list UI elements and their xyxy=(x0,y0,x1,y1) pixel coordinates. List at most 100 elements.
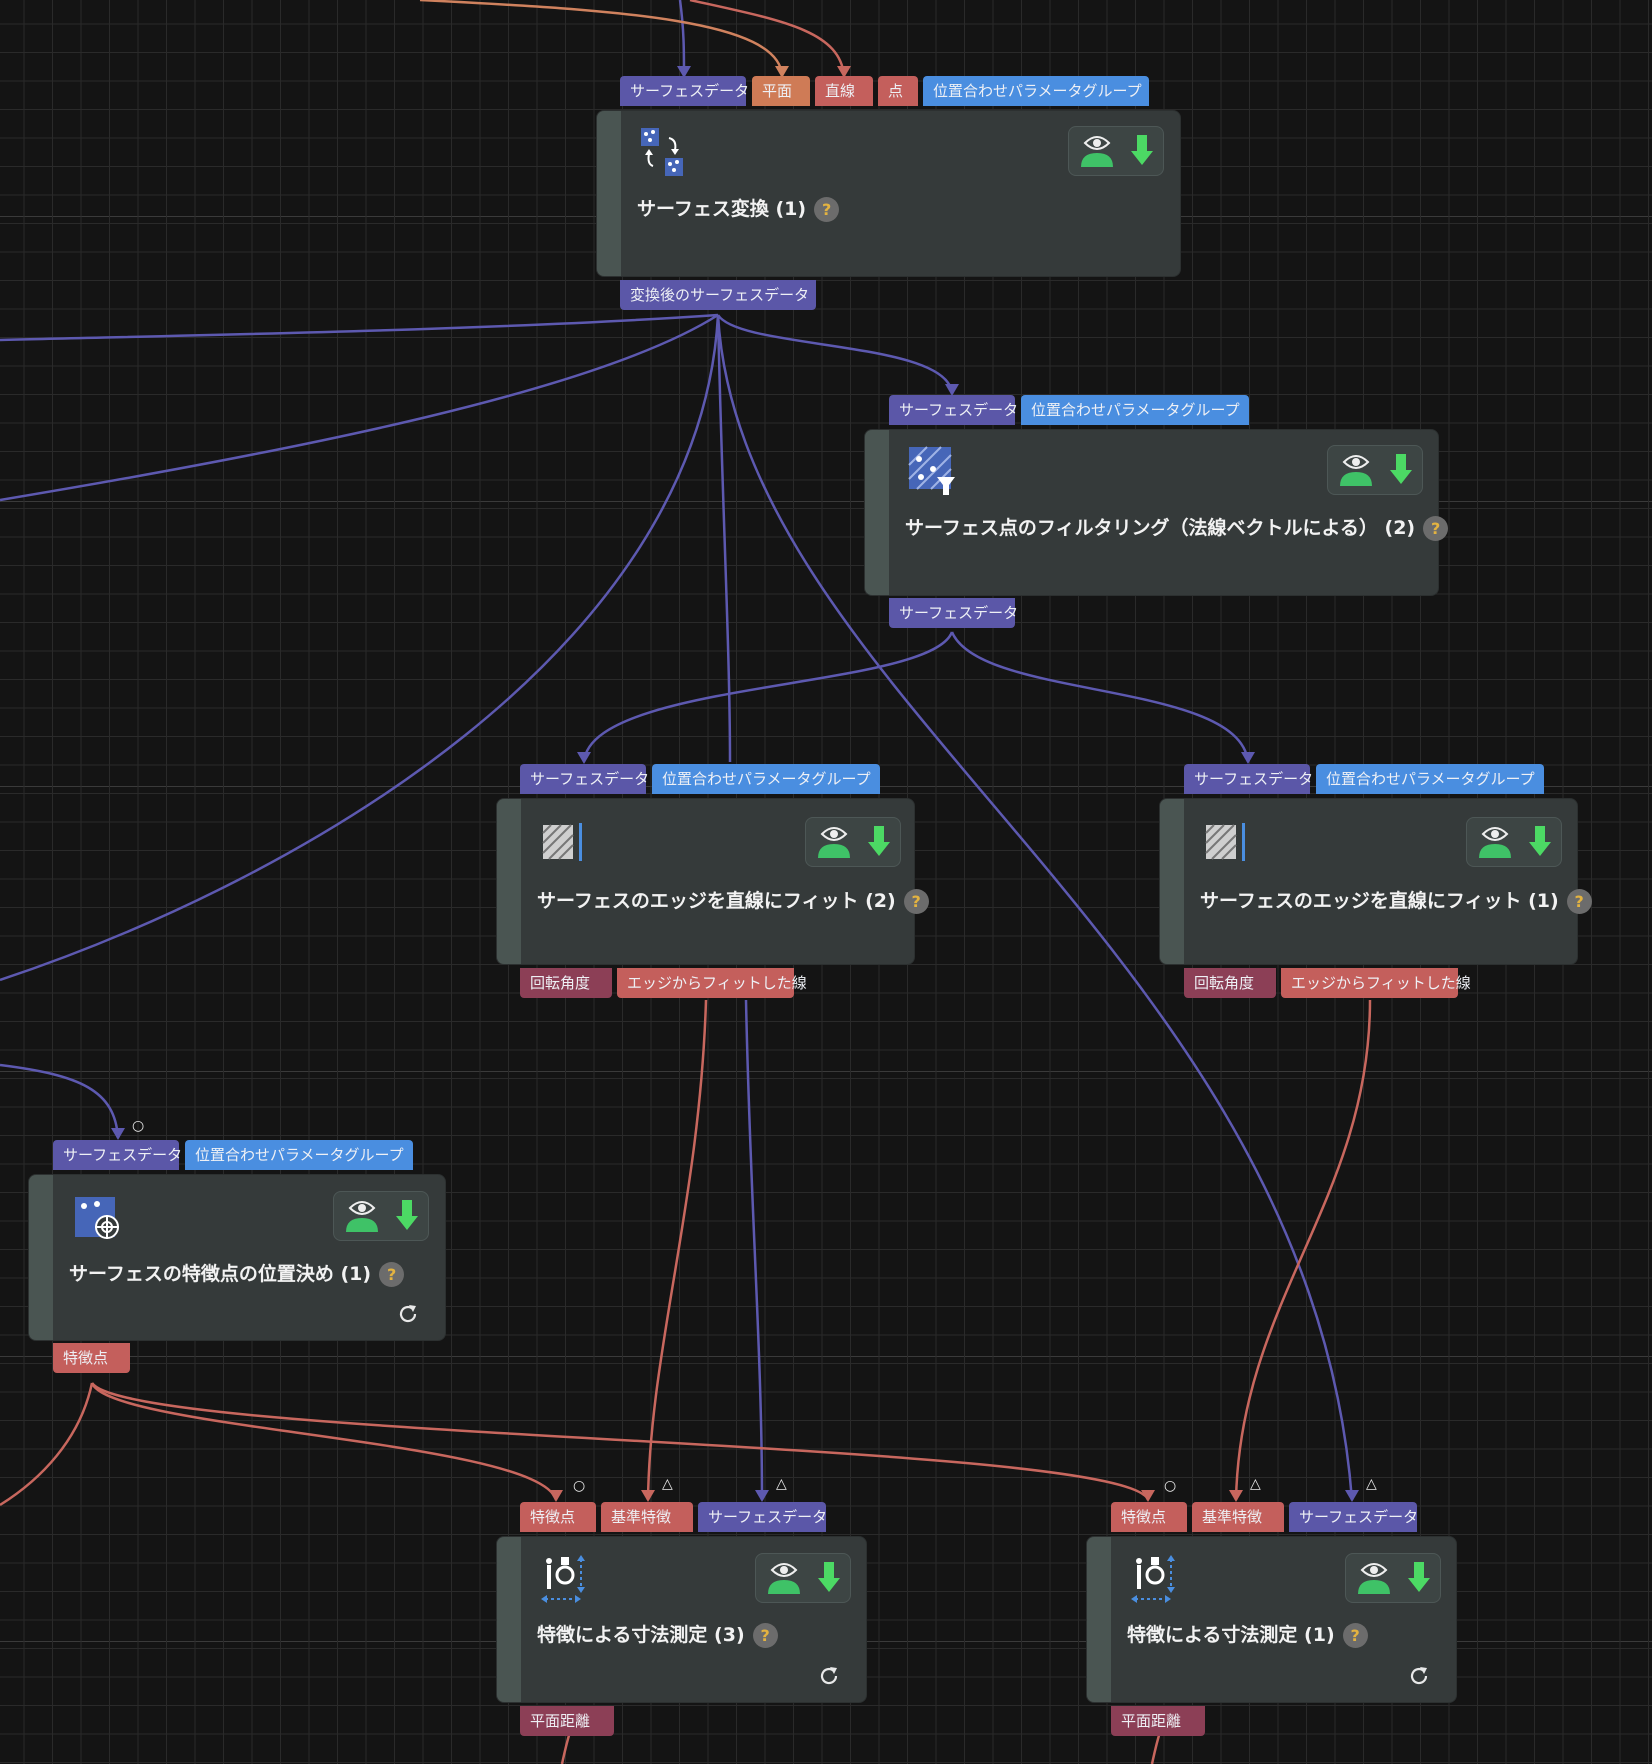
edge2-output-rotation[interactable]: 回転角度 xyxy=(520,968,612,998)
measure1-input-surface[interactable]: サーフェスデータ xyxy=(1289,1502,1418,1532)
warning-mark: △ xyxy=(662,1476,673,1492)
edge2-output-fitline[interactable]: エッジからフィットした線 xyxy=(617,968,807,998)
node-edge-fit-2[interactable]: サーフェスのエッジを直線にフィット (2)? xyxy=(497,799,929,964)
transform-output-surface[interactable]: 変換後のサーフェスデータ xyxy=(620,280,816,310)
edge1-input-surface[interactable]: サーフェスデータ xyxy=(1184,764,1313,794)
download-icon[interactable] xyxy=(1527,824,1553,860)
node-title-text: 特徴による寸法測定 (1) xyxy=(1127,1624,1335,1646)
measure3-input-reference[interactable]: 基準特徴 xyxy=(601,1502,693,1532)
eye-icon[interactable] xyxy=(1336,452,1376,488)
edge1-output-fitline[interactable]: エッジからフィットした線 xyxy=(1281,968,1471,998)
transform-input-surface[interactable]: サーフェスデータ xyxy=(620,76,749,106)
featurepos-input-surface[interactable]: サーフェスデータ xyxy=(53,1140,182,1170)
node-controls xyxy=(333,1191,429,1241)
download-icon[interactable] xyxy=(1129,133,1155,169)
edge2-input-surface[interactable]: サーフェスデータ xyxy=(520,764,649,794)
eye-icon[interactable] xyxy=(342,1198,382,1234)
node-edge-fit-1[interactable]: サーフェスのエッジを直線にフィット (1)? xyxy=(1160,799,1592,964)
node-title-text: サーフェス変換 (1) xyxy=(637,198,807,220)
measure-icon xyxy=(541,1555,585,1603)
node-controls xyxy=(1068,126,1164,176)
edge-fit-icon xyxy=(542,823,582,861)
edge2-input-param-group[interactable]: 位置合わせパラメータグループ xyxy=(652,764,880,794)
eye-icon[interactable] xyxy=(1475,824,1515,860)
wire-featurepos-measure1 xyxy=(90,1382,1150,1501)
measure3-input-feature-point[interactable]: 特徴点 xyxy=(520,1502,596,1532)
filter-input-param-group[interactable]: 位置合わせパラメータグループ xyxy=(1021,395,1249,425)
node-title-text: サーフェスの特徴点の位置決め (1) xyxy=(69,1263,372,1285)
featurepos-output-feature-point[interactable]: 特徴点 xyxy=(53,1343,130,1373)
help-icon[interactable]: ? xyxy=(903,889,929,914)
help-icon[interactable]: ? xyxy=(1566,889,1592,914)
wire-edge1-fitline xyxy=(1234,999,1372,1501)
measure1-input-feature-point[interactable]: 特徴点 xyxy=(1111,1502,1187,1532)
feature-position-icon xyxy=(75,1197,119,1239)
download-icon[interactable] xyxy=(866,824,892,860)
warning-mark: △ xyxy=(1250,1476,1261,1492)
edge1-output-rotation[interactable]: 回転角度 xyxy=(1184,968,1276,998)
filter-input-surface[interactable]: サーフェスデータ xyxy=(889,395,1018,425)
refresh-icon[interactable] xyxy=(396,1302,420,1326)
wire-in-featurepos xyxy=(0,1063,120,1139)
eye-icon[interactable] xyxy=(764,1560,804,1596)
node-surface-filter[interactable]: サーフェス点のフィルタリング（法線ベクトルによる） (2)? xyxy=(865,430,1449,595)
download-icon[interactable] xyxy=(816,1560,842,1596)
featurepos-input-param-group[interactable]: 位置合わせパラメータグループ xyxy=(185,1140,413,1170)
measure1-input-reference[interactable]: 基準特徴 xyxy=(1192,1502,1284,1532)
optional-mark: ○ xyxy=(1164,1478,1177,1494)
measure3-input-surface[interactable]: サーフェスデータ xyxy=(698,1502,827,1532)
wire-measure1-out xyxy=(1150,1731,1162,1764)
wire-transform-left2 xyxy=(0,313,719,502)
wire-in-surface xyxy=(678,0,686,77)
download-icon[interactable] xyxy=(1406,1560,1432,1596)
node-title: サーフェスのエッジを直線にフィット (2)? xyxy=(537,886,929,914)
node-measure-3[interactable]: 特徴による寸法測定 (3)? xyxy=(497,1537,866,1702)
node-title-text: サーフェスのエッジを直線にフィット (2) xyxy=(537,890,896,912)
edge1-input-param-group[interactable]: 位置合わせパラメータグループ xyxy=(1316,764,1544,794)
transform-input-plane[interactable]: 平面 xyxy=(752,76,810,106)
node-title: 特徴による寸法測定 (1)? xyxy=(1127,1620,1368,1648)
measure-icon xyxy=(1131,1555,1175,1603)
wire-transform-edge2 xyxy=(716,314,732,763)
node-feature-positioning[interactable]: サーフェスの特徴点の位置決め (1)? xyxy=(29,1175,445,1340)
transform-input-point[interactable]: 点 xyxy=(878,76,918,106)
node-controls xyxy=(1345,1553,1441,1603)
refresh-icon[interactable] xyxy=(817,1664,841,1688)
help-icon[interactable]: ? xyxy=(752,1623,778,1648)
node-title: 特徴による寸法測定 (3)? xyxy=(537,1620,778,1648)
help-icon[interactable]: ? xyxy=(814,197,840,222)
node-stripe xyxy=(497,799,521,964)
node-stripe xyxy=(29,1175,53,1340)
filter-output-surface[interactable]: サーフェスデータ xyxy=(889,598,1018,628)
node-stripe xyxy=(1087,1537,1111,1702)
transform-input-line[interactable]: 直線 xyxy=(815,76,873,106)
filter-icon xyxy=(908,446,955,495)
node-stripe xyxy=(865,430,889,595)
help-icon[interactable]: ? xyxy=(1423,516,1449,541)
wire-measure3-out xyxy=(560,1731,572,1764)
measure1-output-distance[interactable]: 平面距離 xyxy=(1111,1706,1205,1736)
transform-input-param-group[interactable]: 位置合わせパラメータグループ xyxy=(923,76,1149,106)
node-measure-1[interactable]: 特徴による寸法測定 (1)? xyxy=(1087,1537,1456,1702)
refresh-icon[interactable] xyxy=(1407,1664,1431,1688)
optional-mark: ○ xyxy=(132,1118,145,1134)
node-stripe xyxy=(597,111,621,276)
warning-mark: △ xyxy=(1366,1476,1377,1492)
measure3-output-distance[interactable]: 平面距離 xyxy=(520,1706,614,1736)
eye-icon[interactable] xyxy=(1354,1560,1394,1596)
wire-featurepos-measure3 xyxy=(90,1382,558,1501)
node-title: サーフェス点のフィルタリング（法線ベクトルによる） (2)? xyxy=(905,513,1449,541)
wire-featurepos-left xyxy=(0,1382,94,1507)
eye-icon[interactable] xyxy=(1077,133,1117,169)
help-icon[interactable]: ? xyxy=(379,1262,405,1287)
node-title: サーフェス変換 (1)? xyxy=(637,194,840,222)
help-icon[interactable]: ? xyxy=(1342,1623,1368,1648)
node-controls xyxy=(755,1553,851,1603)
download-icon[interactable] xyxy=(1388,452,1414,488)
wire-transform-left1 xyxy=(0,313,719,342)
download-icon[interactable] xyxy=(394,1198,420,1234)
node-surface-transform[interactable]: サーフェス変換 (1)? xyxy=(597,111,1180,276)
node-title: サーフェスのエッジを直線にフィット (1)? xyxy=(1200,886,1592,914)
eye-icon[interactable] xyxy=(814,824,854,860)
wire-filter-edge2 xyxy=(582,631,954,763)
